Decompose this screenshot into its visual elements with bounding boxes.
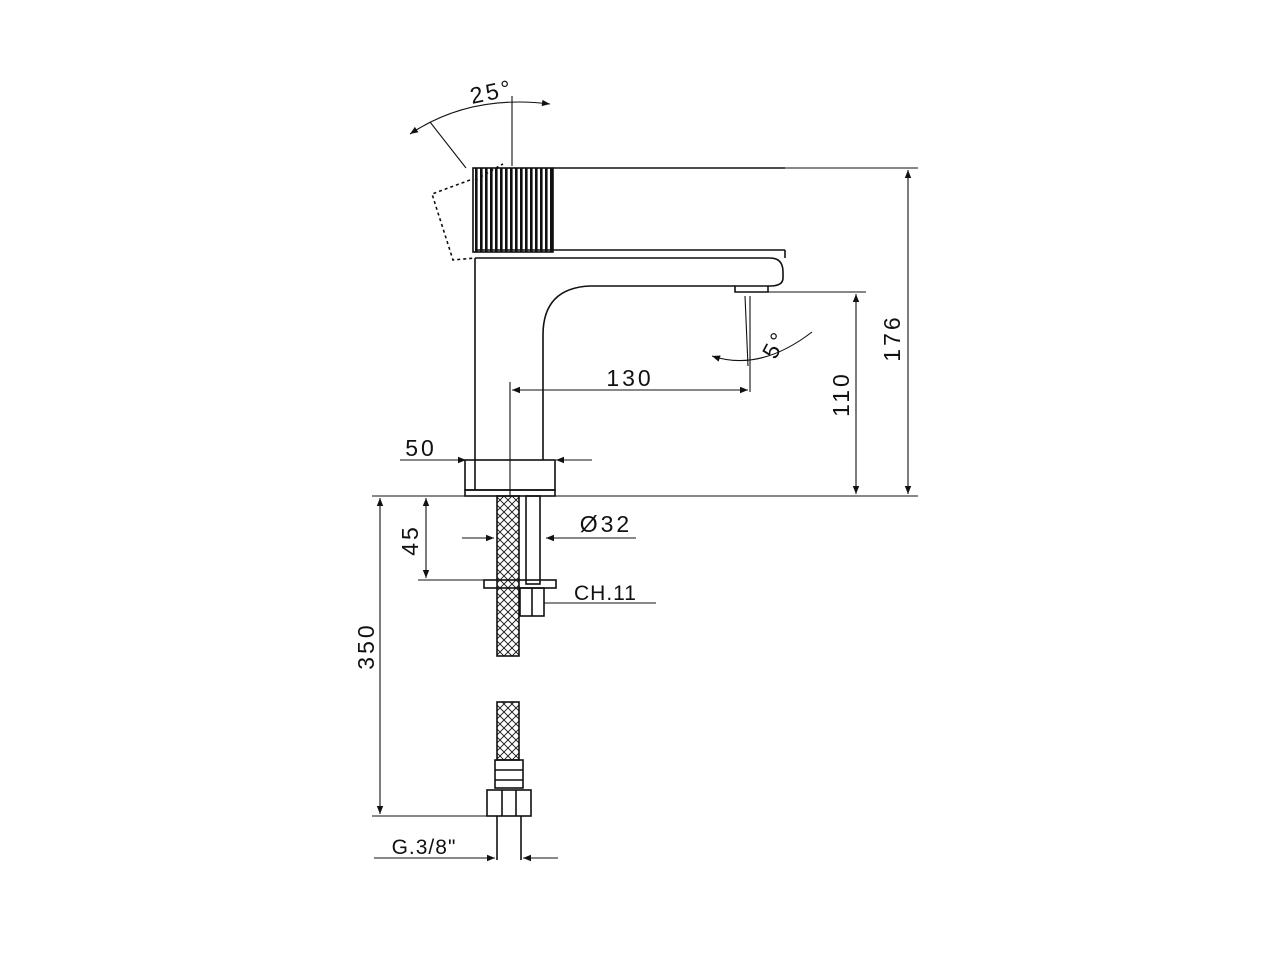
label-nut-size: CH.11	[574, 582, 637, 605]
label-total-height: 176	[879, 314, 905, 361]
label-hose-length: 350	[353, 622, 379, 669]
label-body-width: 50	[405, 435, 437, 461]
label-spout-height: 110	[828, 371, 854, 417]
knurled-handle	[431, 163, 785, 261]
dim-outlet-angle	[711, 295, 813, 367]
fixing-rod	[483, 495, 557, 617]
braided-hose	[486, 495, 532, 860]
label-hose-thread: G.3/8"	[392, 836, 457, 859]
dim-shank-length	[418, 498, 484, 581]
dim-spout-reach	[509, 296, 751, 496]
dim-handle-angle	[409, 96, 551, 169]
label-spout-reach: 130	[606, 365, 653, 391]
label-handle-angle: 25°	[468, 74, 516, 109]
label-hole-diameter: Ø32	[580, 511, 632, 537]
dim-hose-length	[372, 495, 488, 817]
label-shank-length: 45	[397, 524, 423, 556]
dim-spout-height	[768, 291, 866, 494]
dim-total-height	[555, 167, 918, 497]
